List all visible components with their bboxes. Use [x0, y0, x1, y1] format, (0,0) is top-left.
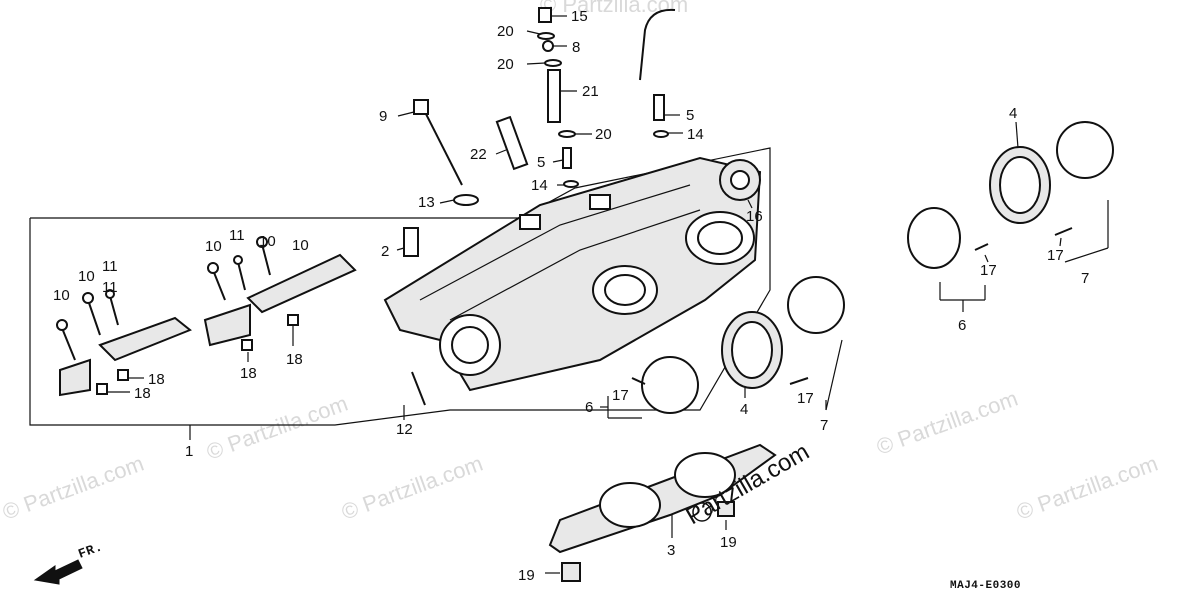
callout-label: 10 [292, 237, 309, 254]
cam-holder-icon [59, 253, 357, 397]
callout-label: 6 [585, 399, 593, 416]
o-ring-icon [537, 32, 555, 40]
callout-label: 17 [1047, 247, 1064, 264]
callout-label: 14 [531, 177, 548, 194]
callout-label: 5 [537, 154, 545, 171]
screw-icon [631, 227, 1073, 385]
callout-label: 7 [820, 417, 828, 434]
callout-label: 18 [134, 385, 151, 402]
washer-icon [453, 194, 479, 206]
callout-label: 8 [572, 39, 580, 56]
callout-label: 15 [571, 8, 588, 25]
callout-label: 11 [229, 227, 245, 244]
callout-label: 19 [720, 534, 737, 551]
leader-lines [107, 15, 1109, 574]
hose-icon [639, 8, 676, 81]
nut-icon [542, 40, 554, 52]
callout-label: 17 [797, 390, 814, 407]
callout-label: 18 [240, 365, 257, 382]
callout-label: 3 [667, 542, 675, 559]
callout-label: 18 [148, 371, 165, 388]
pipe-icon [547, 69, 561, 123]
intake-rubber-icon [721, 146, 1051, 389]
bolt-head-icon [413, 99, 429, 115]
collar-icon [403, 227, 419, 257]
washer-icon [653, 130, 669, 138]
cap-icon [538, 7, 552, 23]
hose-band-icon [641, 121, 1114, 414]
small-parts-icons [403, 7, 761, 406]
union-icon [562, 147, 572, 169]
watermark-text: © Partzilla.com [540, 0, 688, 17]
callout-label: 22 [470, 146, 487, 163]
callout-label: 1 [185, 443, 193, 460]
callout-label: 18 [286, 351, 303, 368]
callout-label: 9 [379, 108, 387, 125]
union-icon [653, 94, 665, 121]
watermark-text: © Partzilla.com [0, 451, 147, 525]
spark-plug-icon [495, 115, 529, 171]
o-ring-icon [558, 130, 576, 138]
callout-label: 5 [686, 107, 694, 124]
callout-label: 10 [78, 268, 95, 285]
callout-label: 17 [980, 262, 997, 279]
diagram-code: MAJ4-E0300 [950, 580, 1021, 592]
dowel-pin-icon [96, 314, 299, 395]
callout-label: 10 [53, 287, 70, 304]
bolt-icon [56, 236, 271, 361]
callout-label: 20 [595, 126, 612, 143]
gasket-icon [548, 443, 777, 554]
callout-label: 20 [497, 56, 514, 73]
dowel-pin-icon [717, 501, 735, 517]
callout-label: 14 [687, 126, 704, 143]
callout-label: 10 [259, 233, 276, 250]
callout-label: 17 [612, 387, 629, 404]
callout-label: 11 [102, 279, 118, 296]
washer-icon [563, 180, 579, 188]
callout-label: 2 [381, 243, 389, 260]
callout-label: 21 [582, 83, 599, 100]
callout-label: 7 [1081, 270, 1089, 287]
callout-label: 16 [746, 208, 763, 225]
watermark-text: © Partzilla.com [203, 391, 351, 465]
watermark-text: © Partzilla.com [873, 386, 1021, 460]
o-ring-icon [544, 59, 562, 67]
copyright-icon [692, 502, 712, 522]
front-direction-label: FR. [76, 539, 105, 562]
watermark-text: © Partzilla.com [338, 451, 486, 525]
callout-label: 11 [102, 258, 118, 275]
stud-icon [411, 371, 426, 406]
dowel-pin-icon [561, 562, 581, 582]
callout-label: 4 [1009, 105, 1017, 122]
watermark-text: © Partzilla.com [1013, 451, 1161, 525]
callout-label: 13 [418, 194, 435, 211]
callout-label: 4 [740, 401, 748, 418]
callout-label: 19 [518, 567, 535, 584]
stud-bolt-icon [424, 111, 463, 186]
cylinder-head-icon [383, 156, 762, 392]
callout-label: 6 [958, 317, 966, 334]
front-direction-arrow-icon [33, 559, 83, 585]
callout-label: 20 [497, 23, 514, 40]
callout-label: 10 [205, 238, 222, 255]
callout-label: 12 [396, 421, 413, 438]
callout-labels: 15 20 8 20 21 5 14 9 22 20 5 14 13 16 2 … [53, 8, 1089, 584]
